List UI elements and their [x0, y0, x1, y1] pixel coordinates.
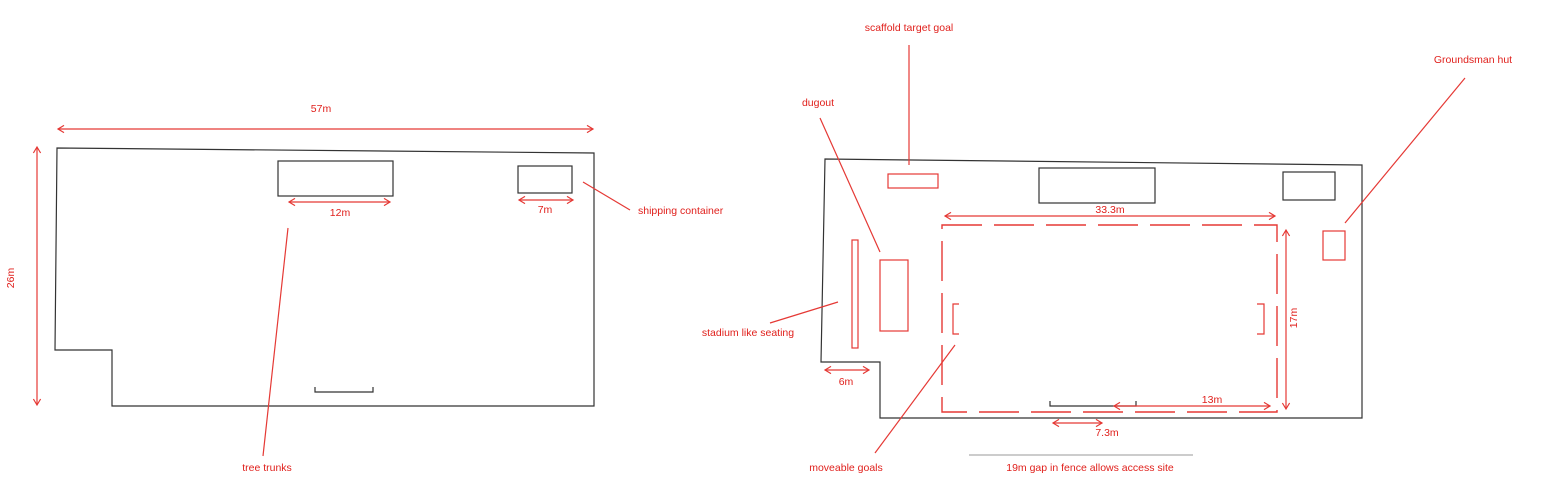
right-moveable-goal — [1257, 303, 1265, 335]
left-site-plan: 57m 26m 12m 7m shipping container tree t… — [5, 103, 724, 474]
bench-width-label: 7.3m — [1095, 427, 1119, 439]
pitch-dashed-outline — [941, 224, 1278, 413]
stadium-seating-label: stadium like seating — [702, 327, 794, 339]
fence-segment-label: 13m — [1202, 394, 1223, 406]
step-width-label: 6m — [839, 376, 854, 388]
right-site-plan: scaffold target goal 33.3m 17m dugout Gr… — [702, 22, 1512, 474]
tree-trunks-leader — [262, 227, 289, 457]
dugout-leader — [819, 117, 881, 253]
stadium-seating — [851, 239, 859, 349]
building-outline — [1038, 167, 1156, 204]
groundsman-hut-leader — [1344, 77, 1466, 224]
site-boundary — [820, 158, 1363, 419]
dugout — [879, 259, 909, 332]
shipping-container — [1282, 171, 1336, 201]
tree-trunks-bench — [314, 387, 374, 393]
scaffold-goal-label: scaffold target goal — [865, 22, 954, 34]
building-outline — [277, 160, 394, 197]
height-label: 26m — [5, 268, 17, 289]
site-boundary — [54, 147, 595, 407]
scaffold-target-goal — [887, 173, 939, 189]
fence-gap-label: 19m gap in fence allows access site — [1006, 462, 1174, 474]
moveable-goals-label: moveable goals — [809, 462, 883, 474]
left-moveable-goal — [952, 303, 959, 335]
container-width-label: 7m — [538, 204, 553, 216]
building-width-label: 12m — [330, 207, 351, 219]
tree-trunks-label: tree trunks — [242, 462, 292, 474]
pitch-height-label: 17m — [1288, 308, 1300, 329]
groundsman-hut-label: Groundsman hut — [1434, 54, 1512, 66]
shipping-container-label: shipping container — [638, 205, 724, 217]
width-label: 57m — [311, 103, 332, 115]
dugout-label: dugout — [802, 97, 834, 109]
shipping-container-leader — [582, 181, 631, 211]
shipping-container — [517, 165, 573, 194]
bench — [1049, 401, 1137, 407]
pitch-width-label: 33.3m — [1095, 204, 1124, 216]
moveable-goals-leader — [874, 344, 956, 454]
stadium-seating-leader — [769, 301, 839, 324]
groundsman-hut — [1322, 230, 1346, 261]
